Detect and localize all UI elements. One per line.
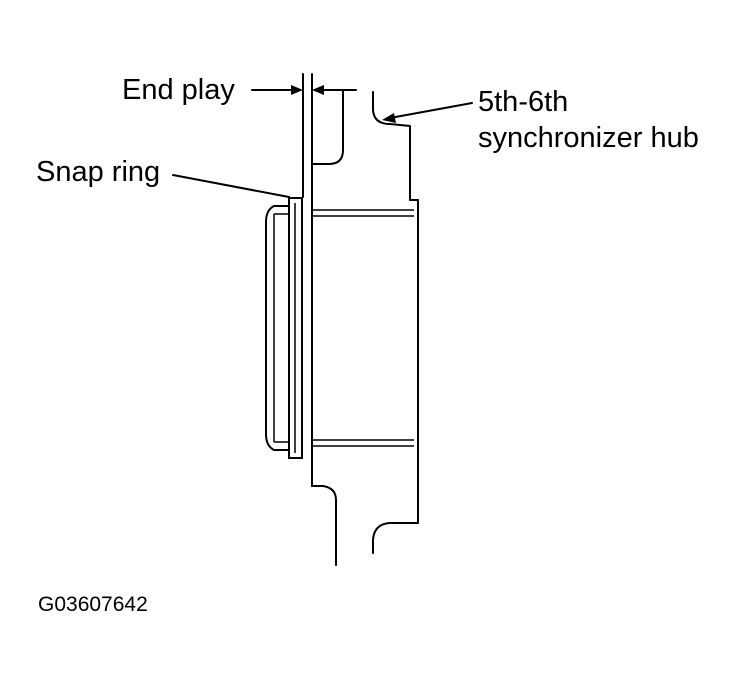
figure-code: G03607642 [38, 593, 148, 616]
hub-label-line1: 5th-6th [478, 86, 568, 118]
shaft-plate [302, 73, 313, 481]
end-play-label: End play [122, 74, 235, 106]
hub-leader [382, 102, 473, 123]
end-play-arrows [251, 85, 357, 95]
synchronizer-hub-body [311, 89, 419, 566]
snap-ring [288, 197, 303, 459]
shaft-collar [265, 205, 290, 451]
snap-ring-label: Snap ring [36, 156, 160, 188]
snap-ring-leader [172, 174, 290, 198]
hub-label-line2: synchronizer hub [478, 122, 699, 154]
